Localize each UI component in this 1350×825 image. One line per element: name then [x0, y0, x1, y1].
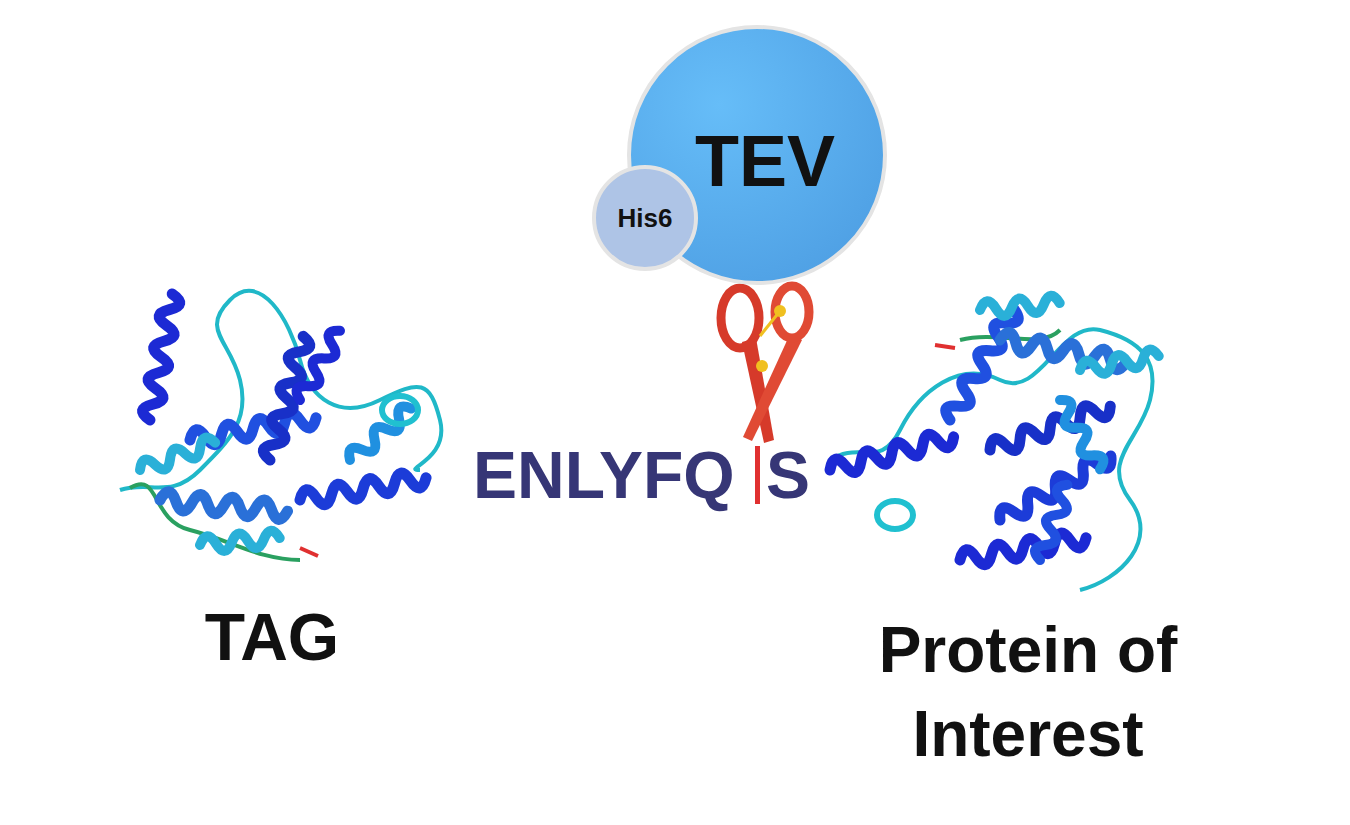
scissors	[721, 286, 809, 443]
tag-protein	[120, 291, 441, 560]
part-label: Protein of Interest	[818, 608, 1238, 776]
sequence-text: ENLYFQ	[473, 442, 735, 508]
protein-of-interest	[828, 295, 1161, 590]
node-text: His6	[618, 205, 673, 231]
part-label: TAG	[205, 604, 339, 670]
sequence-text: S	[766, 442, 810, 508]
tag-circle: His6	[592, 165, 698, 271]
cleavage-mark	[755, 446, 760, 504]
node-text: TEV	[695, 125, 835, 197]
